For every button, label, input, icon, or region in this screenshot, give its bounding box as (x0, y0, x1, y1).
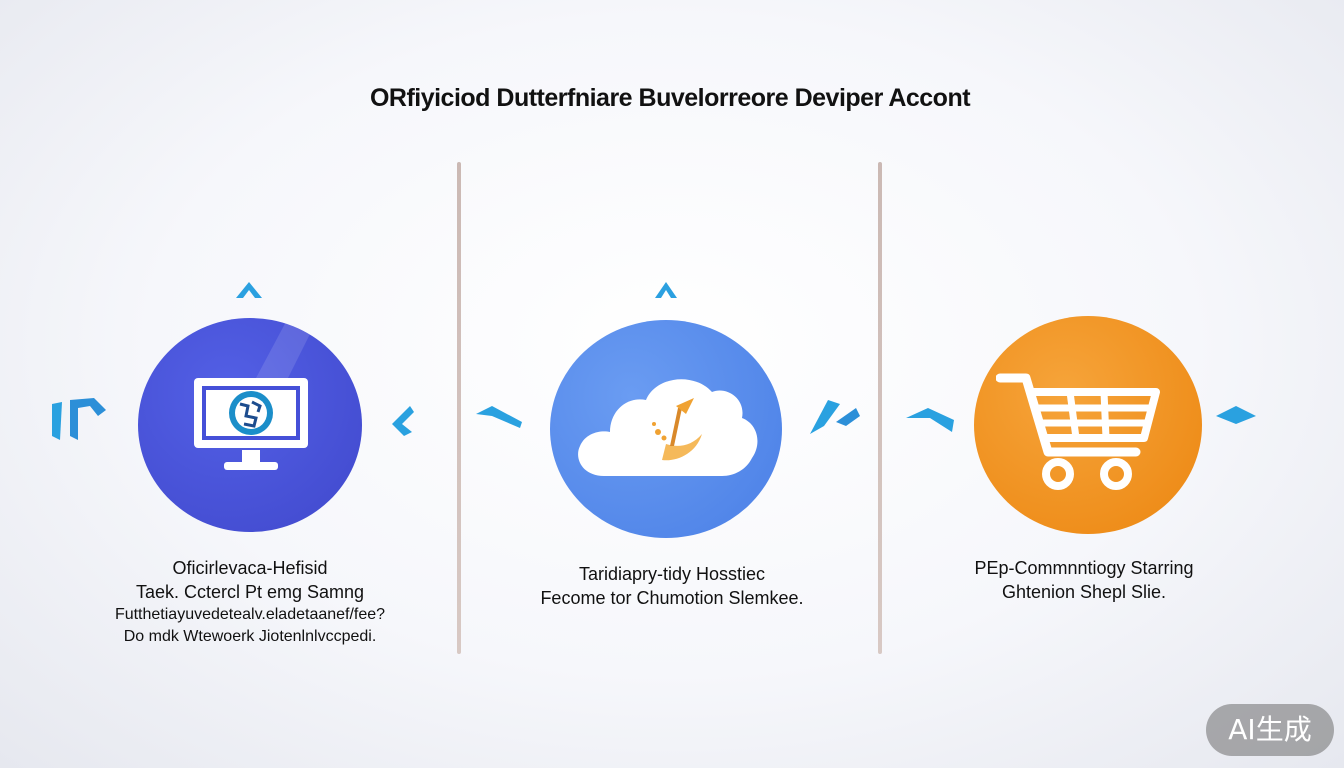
arrow-right-icon (810, 400, 860, 434)
caption-line: PEp-Commnntiogy Starring (974, 558, 1194, 578)
monitor-icon (194, 378, 308, 470)
bracket-arrow-icon (52, 398, 106, 440)
shopping-cart-icon (996, 373, 1160, 490)
caption-line: Do mdk Wtewoerk Jiotenlnlvccpedi. (123, 628, 377, 645)
panel-caption-monitor: Oficirlevaca-Hefisid Taek. Cctercl Pt em… (60, 556, 440, 648)
arrow-left-icon (906, 408, 954, 432)
chevron-up-icon (655, 282, 677, 298)
chevron-up-icon (236, 282, 262, 298)
panel-caption-cart: PEp-Commnntiogy Starring Ghtenion Shepl … (894, 556, 1274, 604)
divider-left (457, 162, 461, 654)
caption-line: Futthetiayuvedetealv.eladetaanef/fee? (114, 606, 386, 623)
ai-generated-badge: AI生成 (1206, 704, 1334, 756)
caption-line: Fecome tor Chumotion Slemkee. (540, 588, 804, 608)
arrow-right-icon (1216, 406, 1256, 424)
cloud-icon (578, 379, 758, 476)
caption-line: Ghtenion Shepl Slie. (1001, 582, 1167, 602)
arrow-left-icon (476, 406, 522, 428)
caption-line: Oficirlevaca-Hefisid (172, 558, 328, 578)
caption-line: Taridiapry-tidy Hosstiec (578, 564, 766, 584)
caption-line: Taek. Cctercl Pt emg Samng (135, 582, 365, 602)
divider-right (878, 162, 882, 654)
arrow-left-icon (392, 406, 414, 436)
page-title: ORfiyiciod Dutterfniare Buvelorreore Dev… (369, 84, 971, 112)
panel-caption-cloud: Taridiapry-tidy Hosstiec Fecome tor Chum… (482, 562, 862, 610)
